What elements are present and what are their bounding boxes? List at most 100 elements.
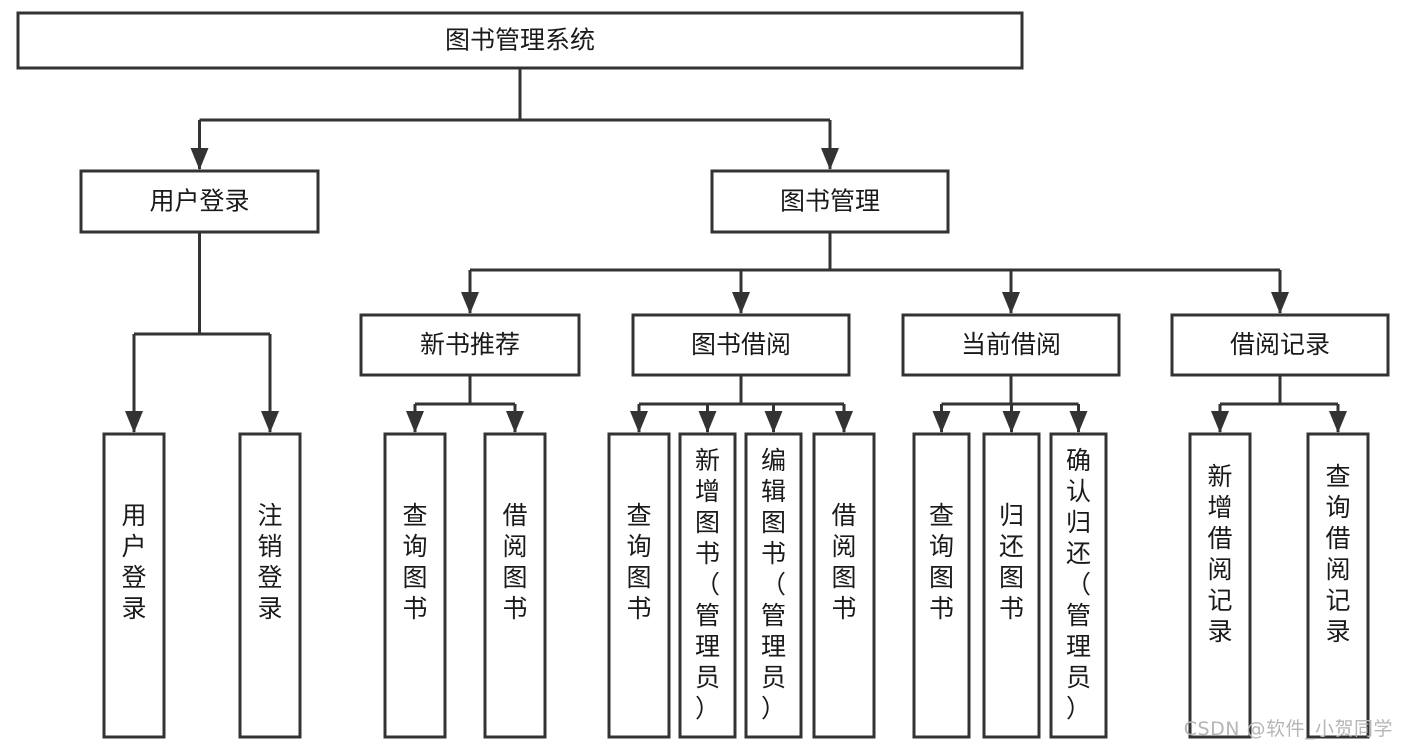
arrow-head-icon bbox=[630, 411, 648, 433]
vertical-label-char: ） bbox=[761, 694, 786, 723]
vertical-label-char: 借 bbox=[1207, 524, 1232, 553]
node-level3-borrow-record[interactable] bbox=[1170, 313, 1390, 377]
arrow-head-icon bbox=[821, 148, 839, 170]
node-label-book-manage: 图书管理 bbox=[780, 187, 880, 216]
arrow-head-icon bbox=[764, 411, 783, 433]
vertical-label-char: 图 bbox=[999, 563, 1024, 592]
vertical-label-char: 书 bbox=[999, 594, 1024, 623]
node-level2-book-manage[interactable] bbox=[710, 169, 950, 234]
vertical-label-char: 借 bbox=[831, 501, 856, 530]
node-level3-new-book-rec[interactable] bbox=[359, 313, 581, 377]
node-leaf-leaf-return-book[interactable] bbox=[982, 432, 1041, 739]
vertical-label-char: 理 bbox=[761, 632, 786, 661]
vertical-label-char: 录 bbox=[257, 594, 282, 623]
vertical-label-char: 管 bbox=[1066, 601, 1091, 630]
vertical-label-char: 图 bbox=[761, 508, 786, 537]
vertical-label-char: 询 bbox=[402, 532, 427, 561]
arrow-head-icon bbox=[835, 411, 853, 433]
arrow-head-icon bbox=[1329, 411, 1347, 433]
arrow-head-icon bbox=[406, 411, 424, 433]
node-leaf-leaf-add-record[interactable] bbox=[1188, 432, 1252, 739]
vertical-label-char: 注 bbox=[257, 501, 282, 530]
vertical-label-char: 书 bbox=[695, 539, 720, 568]
connectors-layer bbox=[125, 68, 1347, 433]
vertical-label-char: 理 bbox=[1066, 632, 1091, 661]
vertical-label-char: 借 bbox=[502, 501, 527, 530]
node-leaf-leaf-user-login[interactable] bbox=[102, 432, 166, 739]
node-leaf-leaf-borrow-book-2[interactable] bbox=[812, 432, 876, 739]
vertical-label-char: 图 bbox=[502, 563, 527, 592]
arrow-head-icon bbox=[732, 292, 750, 314]
vertical-label-char: 询 bbox=[626, 532, 651, 561]
node-level3-current-borrow[interactable] bbox=[901, 313, 1121, 377]
vertical-label-char: 查 bbox=[626, 501, 651, 530]
node-leaf-leaf-query-record[interactable] bbox=[1306, 432, 1370, 739]
node-leaf-leaf-confirm-return[interactable] bbox=[1049, 432, 1108, 739]
node-label-root: 图书管理系统 bbox=[445, 26, 595, 55]
node-leaf-leaf-borrow-book-1[interactable] bbox=[483, 432, 547, 739]
node-level2-user-login[interactable] bbox=[79, 169, 320, 234]
arrow-head-icon bbox=[125, 411, 143, 433]
vertical-label-char: （ bbox=[1066, 570, 1091, 599]
vertical-label-char: 理 bbox=[695, 632, 720, 661]
vertical-label-char: 阅 bbox=[1325, 555, 1350, 584]
node-leaf-leaf-edit-book[interactable] bbox=[744, 432, 803, 739]
vertical-label-char: 归 bbox=[999, 501, 1024, 530]
node-label-book-borrow: 图书借阅 bbox=[691, 330, 791, 359]
vertical-label-char: 书 bbox=[402, 594, 427, 623]
vertical-label-char: 图 bbox=[695, 508, 720, 537]
arrow-head-icon bbox=[1211, 411, 1229, 433]
vertical-label-char: 增 bbox=[1207, 493, 1232, 522]
vertical-label-char: 书 bbox=[502, 594, 527, 623]
vertical-label-char: 查 bbox=[1325, 462, 1350, 491]
vertical-label-char: 书 bbox=[626, 594, 651, 623]
vertical-label-char: 还 bbox=[999, 532, 1024, 561]
vertical-label-char: 员 bbox=[1066, 663, 1091, 692]
node-leaf-leaf-query-book-3[interactable] bbox=[912, 432, 971, 739]
vertical-label-char: 借 bbox=[1325, 524, 1350, 553]
node-leaf-leaf-logout[interactable] bbox=[238, 432, 302, 739]
node-leaf-leaf-query-book-2[interactable] bbox=[607, 432, 671, 739]
vertical-label-char: 户 bbox=[121, 532, 146, 561]
node-leaf-leaf-query-book-1[interactable] bbox=[383, 432, 447, 739]
node-label-borrow-record: 借阅记录 bbox=[1230, 330, 1330, 359]
vertical-label-char: 记 bbox=[1325, 586, 1350, 615]
vertical-label-char: 查 bbox=[929, 501, 954, 530]
node-leaf-leaf-add-book[interactable] bbox=[678, 432, 737, 739]
vertical-label-char: 员 bbox=[761, 663, 786, 692]
vertical-label-char: 归 bbox=[1066, 508, 1091, 537]
labels-layer: 图书管理系统用户登录图书管理新书推荐图书借阅当前借阅借阅记录用户登录注销登录查询… bbox=[121, 26, 1350, 724]
vertical-label-char: ） bbox=[1066, 694, 1091, 723]
node-level3-book-borrow[interactable] bbox=[631, 313, 851, 377]
node-root-root[interactable] bbox=[16, 11, 1024, 70]
vertical-label-char: 确 bbox=[1066, 446, 1091, 475]
vertical-label-char: 阅 bbox=[831, 532, 856, 561]
vertical-label-char: 图 bbox=[929, 563, 954, 592]
vertical-label-char: 书 bbox=[831, 594, 856, 623]
vertical-label-char: 录 bbox=[1325, 617, 1350, 646]
vertical-label-char: 登 bbox=[257, 563, 282, 592]
vertical-label-char: 还 bbox=[1066, 539, 1091, 568]
vertical-label-char: 查 bbox=[402, 501, 427, 530]
vertical-label-char: 编 bbox=[761, 446, 786, 475]
vertical-label-char: 记 bbox=[1207, 586, 1232, 615]
vertical-label-char: 管 bbox=[695, 601, 720, 630]
boxes-layer bbox=[16, 11, 1390, 739]
vertical-label-char: 销 bbox=[257, 532, 282, 561]
vertical-label-char: 询 bbox=[929, 532, 954, 561]
vertical-label-char: 书 bbox=[761, 539, 786, 568]
vertical-label-char: 录 bbox=[1207, 617, 1232, 646]
arrow-head-icon bbox=[461, 292, 479, 314]
csdn-watermark: CSDN @软件_小贺同学 bbox=[1183, 718, 1393, 740]
vertical-label-char: 询 bbox=[1325, 493, 1350, 522]
node-label-new-book-rec: 新书推荐 bbox=[420, 330, 520, 359]
